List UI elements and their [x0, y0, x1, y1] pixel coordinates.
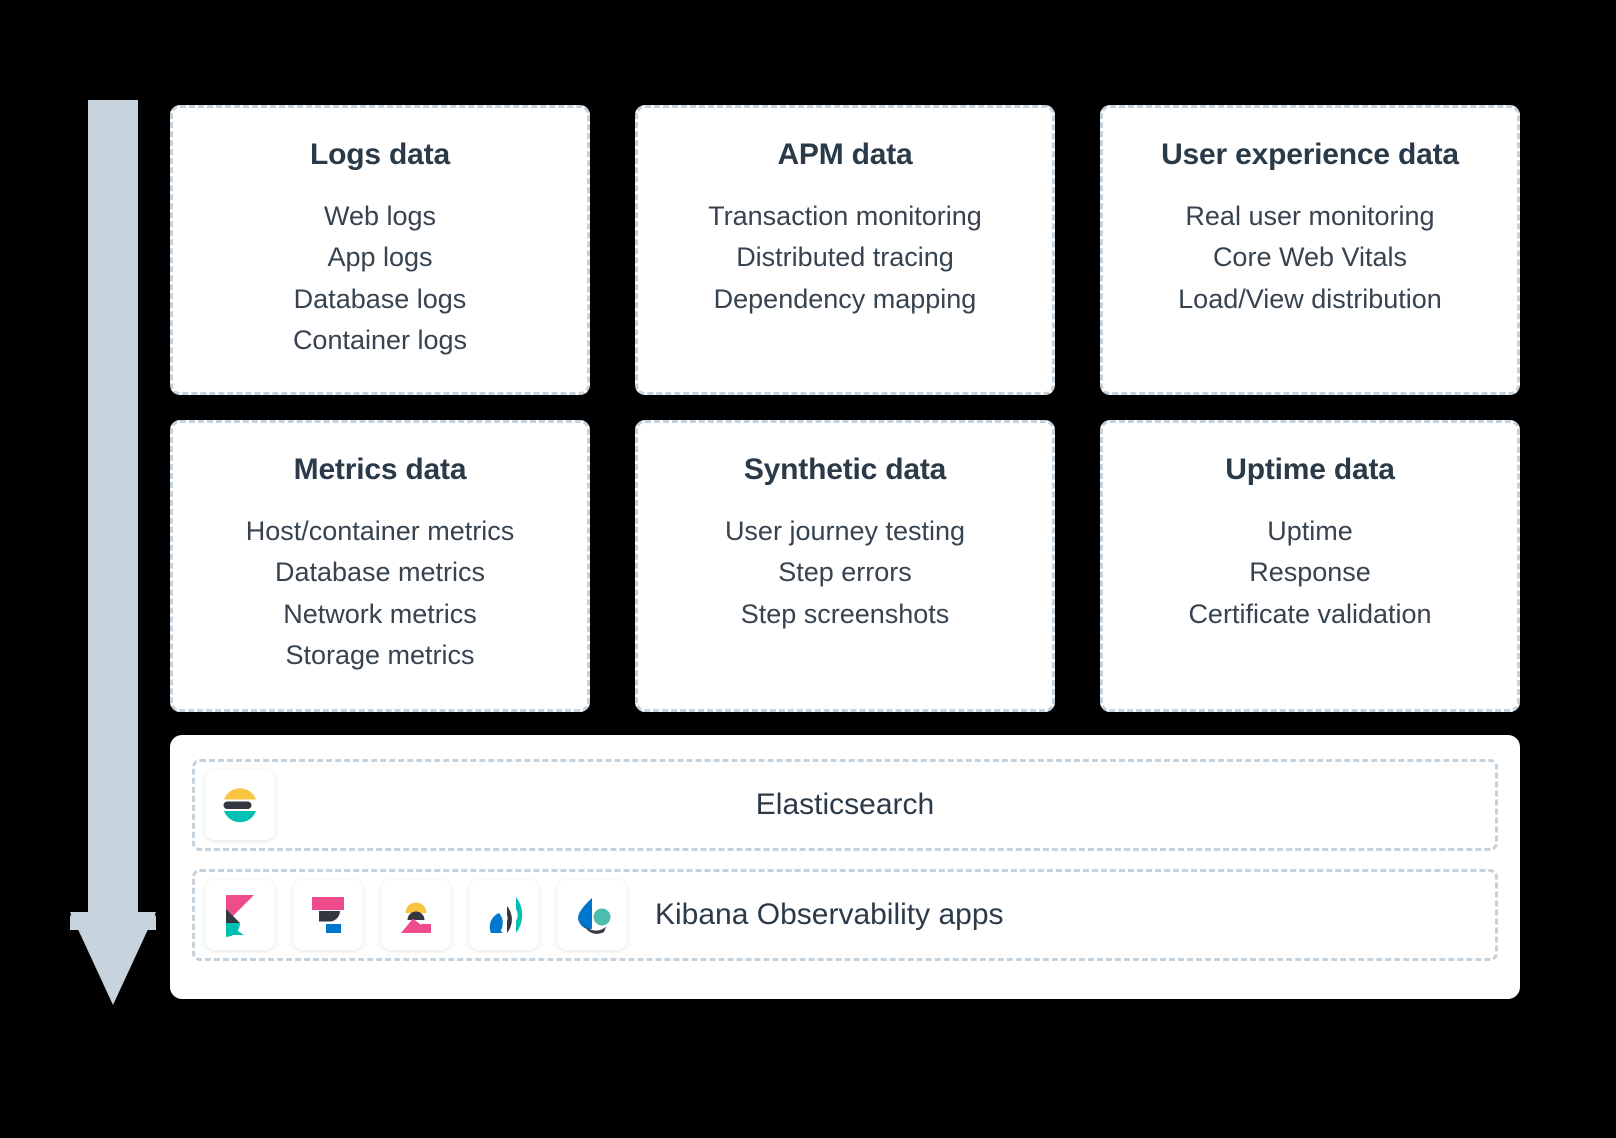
arrow-head — [70, 912, 156, 1005]
card-title: Synthetic data — [743, 453, 947, 486]
logs-app-logo-icon — [312, 897, 344, 933]
platform-panel: Elasticsearch — [170, 735, 1520, 999]
card-item: Real user monitoring — [1185, 201, 1435, 231]
card-item: Database logs — [293, 283, 467, 314]
card-title: Uptime data — [1225, 453, 1395, 486]
kibana-logo-tile[interactable] — [205, 880, 275, 950]
card-item: Step errors — [778, 557, 912, 588]
card-item: Load/View distribution — [1178, 283, 1442, 314]
kibana-logo-icon — [226, 895, 254, 937]
card-item: Distributed tracing — [736, 242, 954, 273]
elasticsearch-row[interactable]: Elasticsearch — [192, 759, 1498, 851]
card-title: APM data — [777, 138, 913, 171]
elasticsearch-label: Elasticsearch — [755, 788, 935, 821]
card-metrics-data[interactable]: Metrics data Host/container metrics Data… — [170, 420, 590, 712]
card-row-top: Logs data Web logs App logs Database log… — [170, 105, 1520, 395]
card-item: Step screenshots — [740, 598, 950, 629]
metrics-app-logo-tile[interactable] — [381, 880, 451, 950]
user-experience-app-logo-icon — [578, 898, 611, 934]
card-item-list: Host/container metrics Database metrics … — [246, 512, 515, 674]
kibana-apps-row[interactable]: Kibana Observability apps — [192, 869, 1498, 961]
card-item: Response — [1249, 557, 1371, 588]
card-item: Web logs — [323, 201, 437, 231]
card-item: Host/container metrics — [245, 516, 515, 546]
card-synthetic-data[interactable]: Synthetic data User journey testing Step… — [635, 420, 1055, 712]
card-item: Uptime — [1267, 516, 1353, 546]
flow-direction-arrow-icon — [70, 100, 156, 1005]
card-item: User journey testing — [724, 516, 966, 546]
card-item: Network metrics — [283, 598, 477, 629]
card-row-bottom: Metrics data Host/container metrics Data… — [170, 420, 1520, 712]
card-item: Database metrics — [274, 557, 486, 588]
elasticsearch-logo-tile — [205, 770, 275, 840]
card-item: Container logs — [292, 324, 468, 355]
arrow-shaft — [88, 100, 138, 918]
card-title: Metrics data — [293, 453, 467, 486]
card-user-experience-data[interactable]: User experience data Real user monitorin… — [1100, 105, 1520, 395]
card-item: Storage metrics — [285, 639, 475, 670]
card-item-list: Web logs App logs Database logs Containe… — [293, 197, 467, 359]
logs-app-logo-tile[interactable] — [293, 880, 363, 950]
card-apm-data[interactable]: APM data Transaction monitoring Distribu… — [635, 105, 1055, 395]
card-item-list: User journey testing Step errors Step sc… — [725, 512, 965, 633]
card-item: Transaction monitoring — [708, 201, 982, 231]
card-item-list: Uptime Response Certificate validation — [1188, 512, 1431, 633]
card-title: User experience data — [1161, 138, 1459, 171]
card-item: Core Web Vitals — [1212, 242, 1408, 273]
card-item-list: Transaction monitoring Distributed traci… — [708, 197, 982, 318]
kibana-apps-label: Kibana Observability apps — [655, 898, 1004, 931]
card-item: Certificate validation — [1188, 598, 1432, 629]
card-item-list: Real user monitoring Core Web Vitals Loa… — [1178, 197, 1442, 318]
card-item: Dependency mapping — [713, 283, 977, 314]
kibana-app-logo-strip — [205, 880, 637, 950]
card-title: Logs data — [310, 138, 450, 171]
data-source-card-grid: Logs data Web logs App logs Database log… — [170, 105, 1520, 712]
uptime-app-logo-icon — [489, 897, 523, 933]
metrics-app-logo-icon — [401, 902, 431, 933]
elasticsearch-logo-icon — [223, 788, 256, 823]
card-uptime-data[interactable]: Uptime data Uptime Response Certificate … — [1100, 420, 1520, 712]
card-item: App logs — [327, 242, 433, 273]
user-experience-app-logo-tile[interactable] — [557, 880, 627, 950]
card-logs-data[interactable]: Logs data Web logs App logs Database log… — [170, 105, 590, 395]
uptime-app-logo-tile[interactable] — [469, 880, 539, 950]
